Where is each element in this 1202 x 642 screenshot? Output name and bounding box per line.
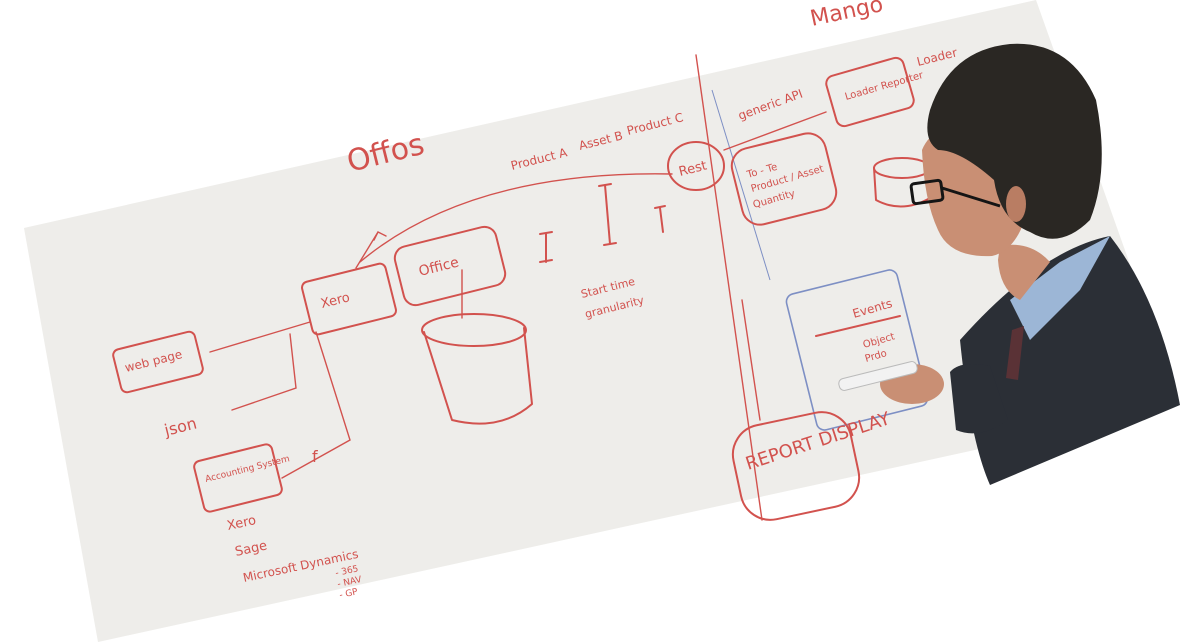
rest-api-label: Rest: [677, 158, 708, 179]
arc-connector: [359, 173, 673, 263]
parameters-box: [730, 132, 838, 226]
office-box: [393, 225, 507, 307]
accounting-system-box: [193, 443, 283, 513]
loader-reporter-box: [825, 56, 915, 128]
events-panel: [785, 269, 929, 431]
arrow-to-report: [741, 299, 761, 421]
ear: [1006, 186, 1026, 222]
report-display-box: [731, 411, 861, 521]
rest-to-loader: [723, 111, 827, 151]
whiteboard: [24, 0, 1180, 642]
dynamics-365: - 365: [335, 564, 360, 579]
rest-api-node: [667, 141, 725, 191]
web-page-box: [112, 330, 204, 394]
json-arrow: [231, 333, 297, 411]
dynamics-gp: - GP: [339, 587, 360, 601]
f-mark: f: [312, 447, 318, 466]
divider-line-2: [711, 89, 771, 281]
hair: [927, 43, 1102, 239]
presenter: [838, 43, 1180, 485]
whiteboard-shading: [24, 0, 1180, 642]
arm: [950, 364, 1008, 434]
shirt-collar: [1010, 236, 1110, 340]
glasses: [909, 178, 1001, 208]
title-mango: Mango: [808, 0, 885, 32]
reader-office-arrow: [355, 231, 387, 269]
office-database: [421, 269, 533, 425]
time-bars: [539, 183, 666, 263]
neck: [998, 244, 1050, 300]
events-arrow: [815, 315, 901, 337]
reader-to-web: [209, 321, 311, 353]
xero-link-label: Xero: [319, 290, 351, 312]
accounting-link: [281, 331, 351, 479]
tie: [1006, 326, 1024, 380]
face: [922, 122, 1030, 257]
xero-link-box: [301, 262, 397, 336]
vendor-sage: Sage: [234, 538, 269, 559]
vendor-xero: Xero: [226, 513, 258, 534]
marker-pen: [838, 361, 918, 391]
divider-line: [695, 54, 763, 521]
